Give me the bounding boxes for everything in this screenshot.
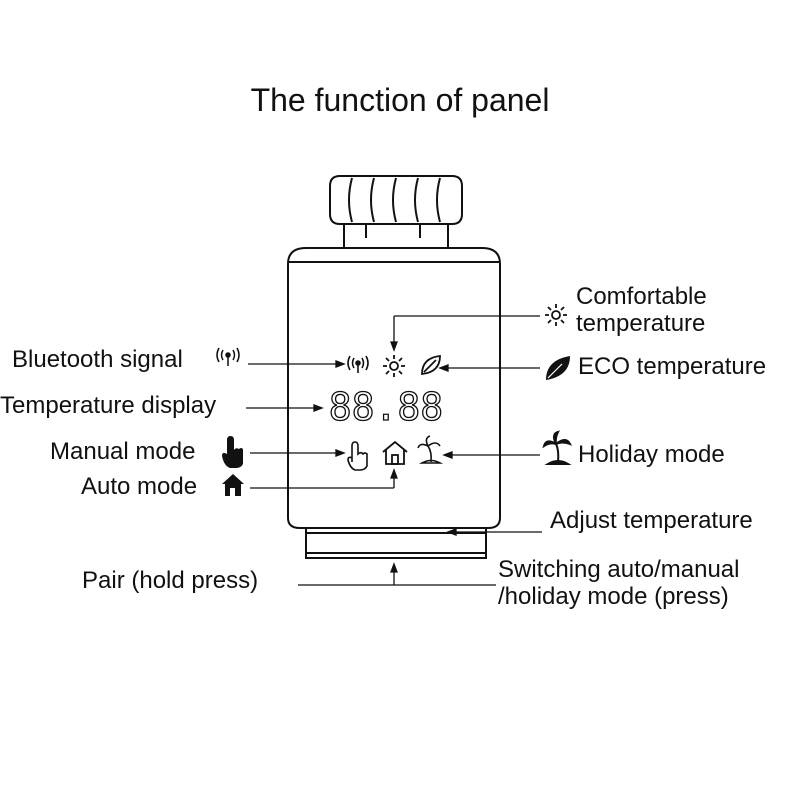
thermostat-body bbox=[287, 247, 501, 529]
legend-house-icon bbox=[222, 474, 244, 496]
top-knob bbox=[329, 175, 463, 251]
palm-tree-icon bbox=[417, 435, 444, 464]
label-eco-temperature: ECO temperature bbox=[578, 353, 767, 380]
label-comfortable-line1: Comfortable bbox=[576, 283, 707, 310]
legend-bluetooth-signal-icon bbox=[216, 347, 240, 366]
label-adjust-temperature: Adjust temperature bbox=[550, 507, 753, 534]
label-holiday-mode: Holiday mode bbox=[578, 441, 725, 468]
label-temperature-display: Temperature display bbox=[0, 392, 217, 419]
label-switching-line2: /holiday mode (press) bbox=[498, 583, 729, 610]
label-comfortable-line2: temperature bbox=[576, 310, 706, 337]
temperature-display: 88.88 bbox=[328, 384, 444, 429]
hand-icon bbox=[347, 441, 368, 471]
label-auto-mode: Auto mode bbox=[81, 473, 198, 500]
label-switching-line1: Switching auto/manual bbox=[498, 556, 740, 583]
legend-palm-tree-icon bbox=[542, 430, 573, 465]
leader-lines bbox=[246, 315, 542, 586]
label-pair: Pair (hold press) bbox=[82, 567, 259, 594]
label-bluetooth-signal: Bluetooth signal bbox=[12, 346, 183, 373]
leaf-icon bbox=[421, 354, 441, 376]
label-manual-mode: Manual mode bbox=[50, 438, 196, 465]
house-icon bbox=[382, 440, 408, 465]
bluetooth-signal-icon bbox=[347, 355, 369, 373]
legend-sun-icon bbox=[545, 304, 567, 326]
legend-hand-icon bbox=[222, 436, 243, 468]
page-title: The function of panel bbox=[250, 82, 550, 118]
legend-leaf-icon bbox=[546, 356, 570, 380]
temperature-digits: 88.88 bbox=[329, 385, 443, 429]
sun-icon bbox=[383, 355, 405, 377]
